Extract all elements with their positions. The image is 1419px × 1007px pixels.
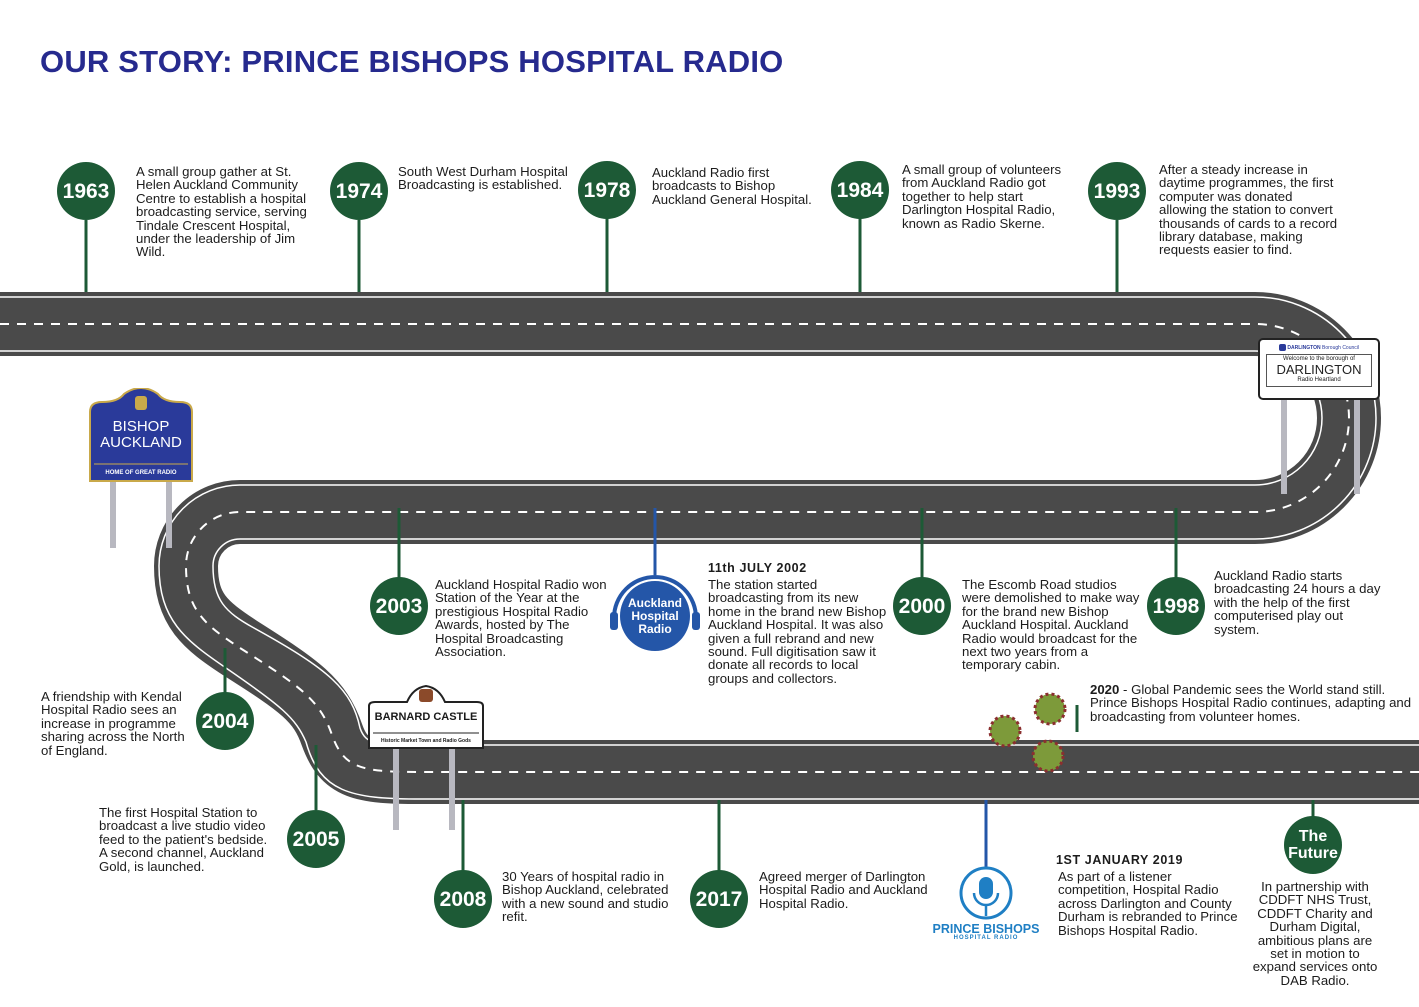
- crest-icon: [1279, 344, 1286, 351]
- event-text: Agreed merger of Darlington Hospital Rad…: [759, 869, 928, 911]
- year-badge: 2004: [196, 692, 254, 750]
- castle-crest-icon: [419, 689, 433, 702]
- virus-icon: [988, 692, 1067, 773]
- event-text: Auckland Radio starts broadcasting 24 ho…: [1214, 568, 1381, 637]
- sign-shape: [368, 684, 484, 749]
- sign-name: DARLINGTON: [1276, 362, 1362, 377]
- year-badge: 1998: [1147, 577, 1205, 635]
- page-title: OUR STORY: PRINCE BISHOPS HOSPITAL RADIO: [40, 44, 784, 79]
- event-text: The Escomb Road studios were demolished …: [962, 577, 1140, 673]
- sign-welcome: Welcome to the borough of: [1283, 356, 1355, 362]
- year-badge: 1974: [330, 162, 388, 220]
- logo-line: Radio: [638, 622, 672, 636]
- year-badge: 2005: [287, 810, 345, 868]
- event-heading: 1ST JANUARY 2019: [1056, 853, 1184, 867]
- logo-line: Hospital: [631, 609, 679, 623]
- year-badge: 2008: [434, 870, 492, 928]
- event-text: A friendship with Kendal Hospital Radio …: [41, 689, 185, 758]
- sign-top: DARLINGTON Borough Council: [1260, 344, 1378, 351]
- year-badge: 1963: [57, 162, 115, 220]
- sign-tag: HOME OF GREAT RADIO: [105, 470, 177, 476]
- logo-name: PRINCE BISHOPS: [932, 922, 1040, 936]
- event-text: South West Durham Hospital Broadcasting …: [398, 164, 568, 193]
- bishop-auckland-sign: BISHOP AUCKLAND HOME OF GREAT RADIO: [88, 388, 194, 483]
- event-text: 2020 - Global Pandemic sees the World st…: [1090, 683, 1416, 723]
- year-badge: 2000: [893, 577, 951, 635]
- headphones-icon: [610, 575, 700, 651]
- prince-bishops-logo: PRINCE BISHOPS HOSPITAL RADIO: [922, 866, 1050, 942]
- sign-line: BISHOP: [112, 418, 170, 435]
- event-text: The station started broadcasting from it…: [708, 577, 887, 686]
- sign-line: AUCKLAND: [100, 434, 182, 451]
- year-badge-future: The Future: [1284, 816, 1342, 874]
- year-badge: 2017: [690, 870, 748, 928]
- auckland-radio-logo: Auckland Hospital Radio: [608, 572, 702, 652]
- event-text: As part of a listener competition, Hospi…: [1058, 869, 1238, 938]
- year-badge: 1978: [578, 161, 636, 219]
- year-badge: 1993: [1088, 162, 1146, 220]
- event-text: In partnership with CDDFT NHS Trust, CDD…: [1252, 879, 1378, 988]
- year-badge: 2003: [370, 577, 428, 635]
- sign-top-sub: Borough Council: [1322, 344, 1359, 351]
- sign-tag: Historic Market Town and Radio Gods: [381, 738, 471, 744]
- sign-name: BARNARD CASTLE: [374, 711, 478, 723]
- event-text: A small group of volunteers from Aucklan…: [902, 162, 1062, 231]
- barnard-castle-sign: BARNARD CASTLE Historic Market Town and …: [367, 684, 485, 750]
- event-text: The first Hospital Station to broadcast …: [99, 805, 268, 874]
- sign-top-name: DARLINGTON: [1287, 344, 1321, 351]
- darlington-sign: DARLINGTON Borough Council Welcome to th…: [1258, 338, 1380, 400]
- event-text: A small group gather at St. Helen Auckla…: [136, 164, 307, 260]
- logo-sub: HOSPITAL RADIO: [953, 935, 1019, 941]
- event-text: Auckland Radio first broadcasts to Bisho…: [652, 165, 812, 207]
- logo-line: Auckland: [627, 596, 682, 610]
- event-heading: 11th JULY 2002: [708, 561, 807, 575]
- crest-icon: [135, 396, 147, 410]
- event-text: Auckland Hospital Radio won Station of t…: [435, 577, 607, 660]
- sign-sub: Radio Heartland: [1297, 377, 1341, 383]
- microphone-icon: [959, 866, 1013, 920]
- event-text: After a steady increase in daytime progr…: [1159, 162, 1338, 258]
- event-text-body: - Global Pandemic sees the World stand s…: [1090, 682, 1412, 724]
- event-text: 30 Years of hospital radio in Bishop Auc…: [502, 869, 669, 925]
- year-badge: 1984: [831, 161, 889, 219]
- sign-panel: Welcome to the borough of DARLINGTON Rad…: [1266, 354, 1372, 387]
- event-year: 2020: [1090, 682, 1120, 697]
- sign-shape: [89, 388, 193, 482]
